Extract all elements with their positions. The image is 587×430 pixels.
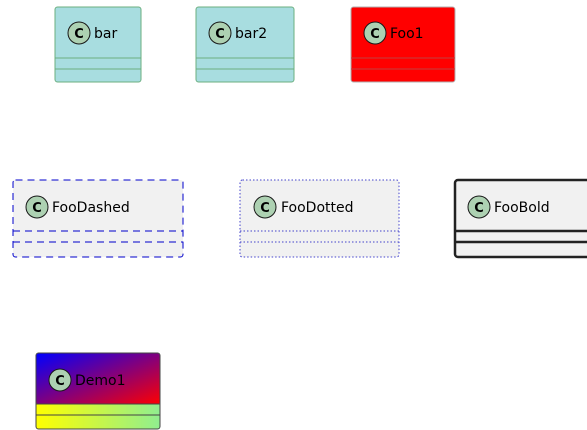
class-name: bar2 <box>235 26 267 42</box>
class-name: Foo1 <box>390 26 424 42</box>
class-bar[interactable]: C bar <box>54 6 142 83</box>
class-name: FooDashed <box>52 200 130 216</box>
class-demo1[interactable]: C Demo1 <box>35 352 161 430</box>
class-circle-icon: C <box>25 195 49 219</box>
class-box <box>195 6 295 83</box>
svg-text:C: C <box>474 201 484 216</box>
svg-text:C: C <box>215 27 225 42</box>
class-circle-icon: C <box>253 195 277 219</box>
svg-text:C: C <box>32 201 42 216</box>
class-foobold[interactable]: C FooBold <box>453 178 587 259</box>
class-box <box>453 178 587 259</box>
class-name: FooDotted <box>281 200 354 216</box>
class-name: bar <box>94 26 117 42</box>
class-circle-icon: C <box>208 21 232 45</box>
class-name: FooBold <box>494 200 550 216</box>
class-box <box>350 6 456 83</box>
class-foodashed[interactable]: C FooDashed <box>12 179 184 258</box>
class-name: Demo1 <box>75 373 126 389</box>
svg-text:C: C <box>370 27 380 42</box>
class-circle-icon: C <box>67 21 91 45</box>
class-circle-icon: C <box>48 368 72 392</box>
class-bar2[interactable]: C bar2 <box>195 6 295 83</box>
class-foo1[interactable]: C Foo1 <box>350 6 456 83</box>
class-circle-icon: C <box>363 21 387 45</box>
class-circle-icon: C <box>467 195 491 219</box>
svg-text:C: C <box>260 201 270 216</box>
svg-text:C: C <box>74 27 84 42</box>
class-box <box>239 179 400 258</box>
class-foodotted[interactable]: C FooDotted <box>239 179 400 258</box>
class-box <box>54 6 142 83</box>
class-box <box>12 179 184 258</box>
svg-text:C: C <box>55 374 65 389</box>
class-header-gradient <box>36 353 160 405</box>
